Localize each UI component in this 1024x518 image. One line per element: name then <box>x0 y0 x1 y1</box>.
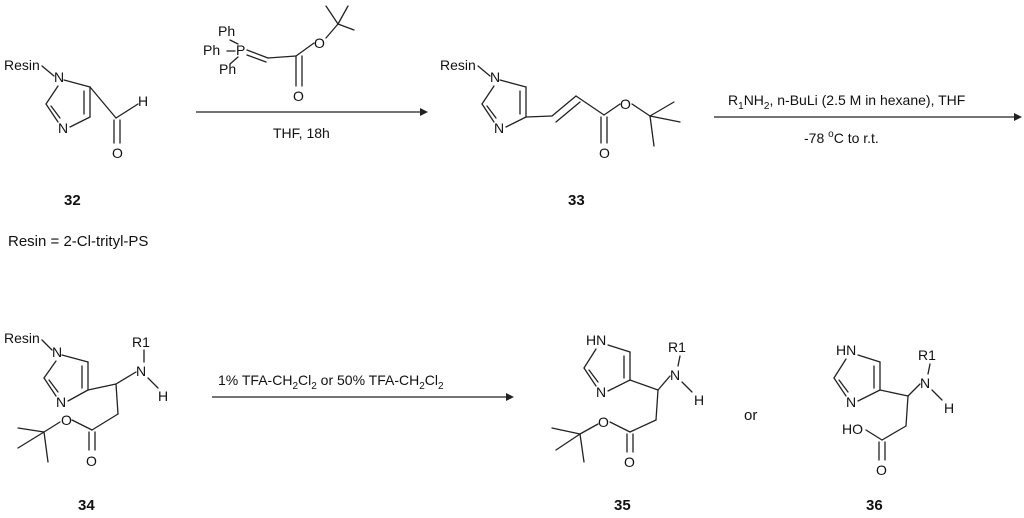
compound-number-34: 34 <box>78 497 95 514</box>
atom-o-carbonyl: O <box>293 88 304 104</box>
atom-n1: N <box>54 69 64 85</box>
compound-number-33: 33 <box>568 192 585 209</box>
atom-o-ester: O <box>620 96 631 112</box>
atom-o-carbonyl: O <box>599 145 610 161</box>
atom-n-amine: N <box>670 367 680 383</box>
atom-o-ester: O <box>314 35 325 51</box>
atom-resin: Resin <box>4 57 40 73</box>
atom-o: O <box>112 145 123 161</box>
atom-ph-2: Ph <box>203 42 220 58</box>
atom-o-carbonyl: O <box>876 462 887 478</box>
compound-35: HN N N R1 H O O 35 <box>551 332 704 514</box>
atom-r1: R1 <box>668 339 686 355</box>
atom-n1: N <box>490 69 500 85</box>
compound-number-36: 36 <box>866 497 883 514</box>
or-label: or <box>744 407 757 424</box>
atom-resin: Resin <box>440 57 476 73</box>
atom-resin: Resin <box>4 330 40 346</box>
atom-h: H <box>694 392 704 408</box>
atom-n1: N <box>52 344 62 360</box>
reaction-arrow-3: 1% TFA-CH2Cl2 or 50% TFA-CH2Cl2 <box>212 372 514 401</box>
atom-h: H <box>138 93 148 109</box>
atom-o-carbonyl: O <box>86 453 97 469</box>
atom-h: H <box>944 400 954 416</box>
atom-h: H <box>158 388 168 404</box>
reagent-ylide: Ph Ph Ph P O O <box>203 5 355 104</box>
compound-36: HN N N R1 H O HO 36 <box>833 342 954 514</box>
atom-o-ester: O <box>61 412 72 428</box>
atom-n3: N <box>58 120 68 136</box>
compound-34: Resin N N N R1 H O O 34 <box>4 330 168 514</box>
atom-n3: N <box>494 120 504 136</box>
atom-ph-3: Ph <box>219 61 236 77</box>
compound-32: Resin N N H O 32 <box>4 57 148 209</box>
atom-hn: HN <box>836 342 856 358</box>
compound-number-32: 32 <box>64 192 81 209</box>
compound-33: Resin N N O O 33 <box>440 57 681 209</box>
atom-n3: N <box>846 394 856 410</box>
atom-n-amine: N <box>920 375 930 391</box>
reaction-arrow-1: THF, 18h <box>196 108 428 141</box>
resin-definition: Resin = 2-Cl-trityl-PS <box>8 233 148 250</box>
atom-o-ester: O <box>598 414 609 430</box>
reaction-arrow-2: R1NH2, n-BuLi (2.5 M in hexane), THF -78… <box>714 92 1022 146</box>
atom-r1: R1 <box>132 334 150 350</box>
atom-ho: HO <box>842 421 863 437</box>
step1-conditions: THF, 18h <box>273 125 330 141</box>
step3-conditions-above: 1% TFA-CH2Cl2 or 50% TFA-CH2Cl2 <box>218 372 444 392</box>
step2-conditions-above: R1NH2, n-BuLi (2.5 M in hexane), THF <box>728 92 965 112</box>
step2-conditions-below: -78 oC to r.t. <box>804 129 879 146</box>
atom-n3: N <box>56 394 66 410</box>
atom-n3: N <box>596 384 606 400</box>
atom-n-amine: N <box>136 363 146 379</box>
atom-r1: R1 <box>918 347 936 363</box>
atom-ph-1: Ph <box>218 23 235 39</box>
atom-o-carbonyl: O <box>624 454 635 470</box>
compound-number-35: 35 <box>614 497 631 514</box>
atom-hn: HN <box>586 332 606 348</box>
atom-p: P <box>236 42 245 58</box>
